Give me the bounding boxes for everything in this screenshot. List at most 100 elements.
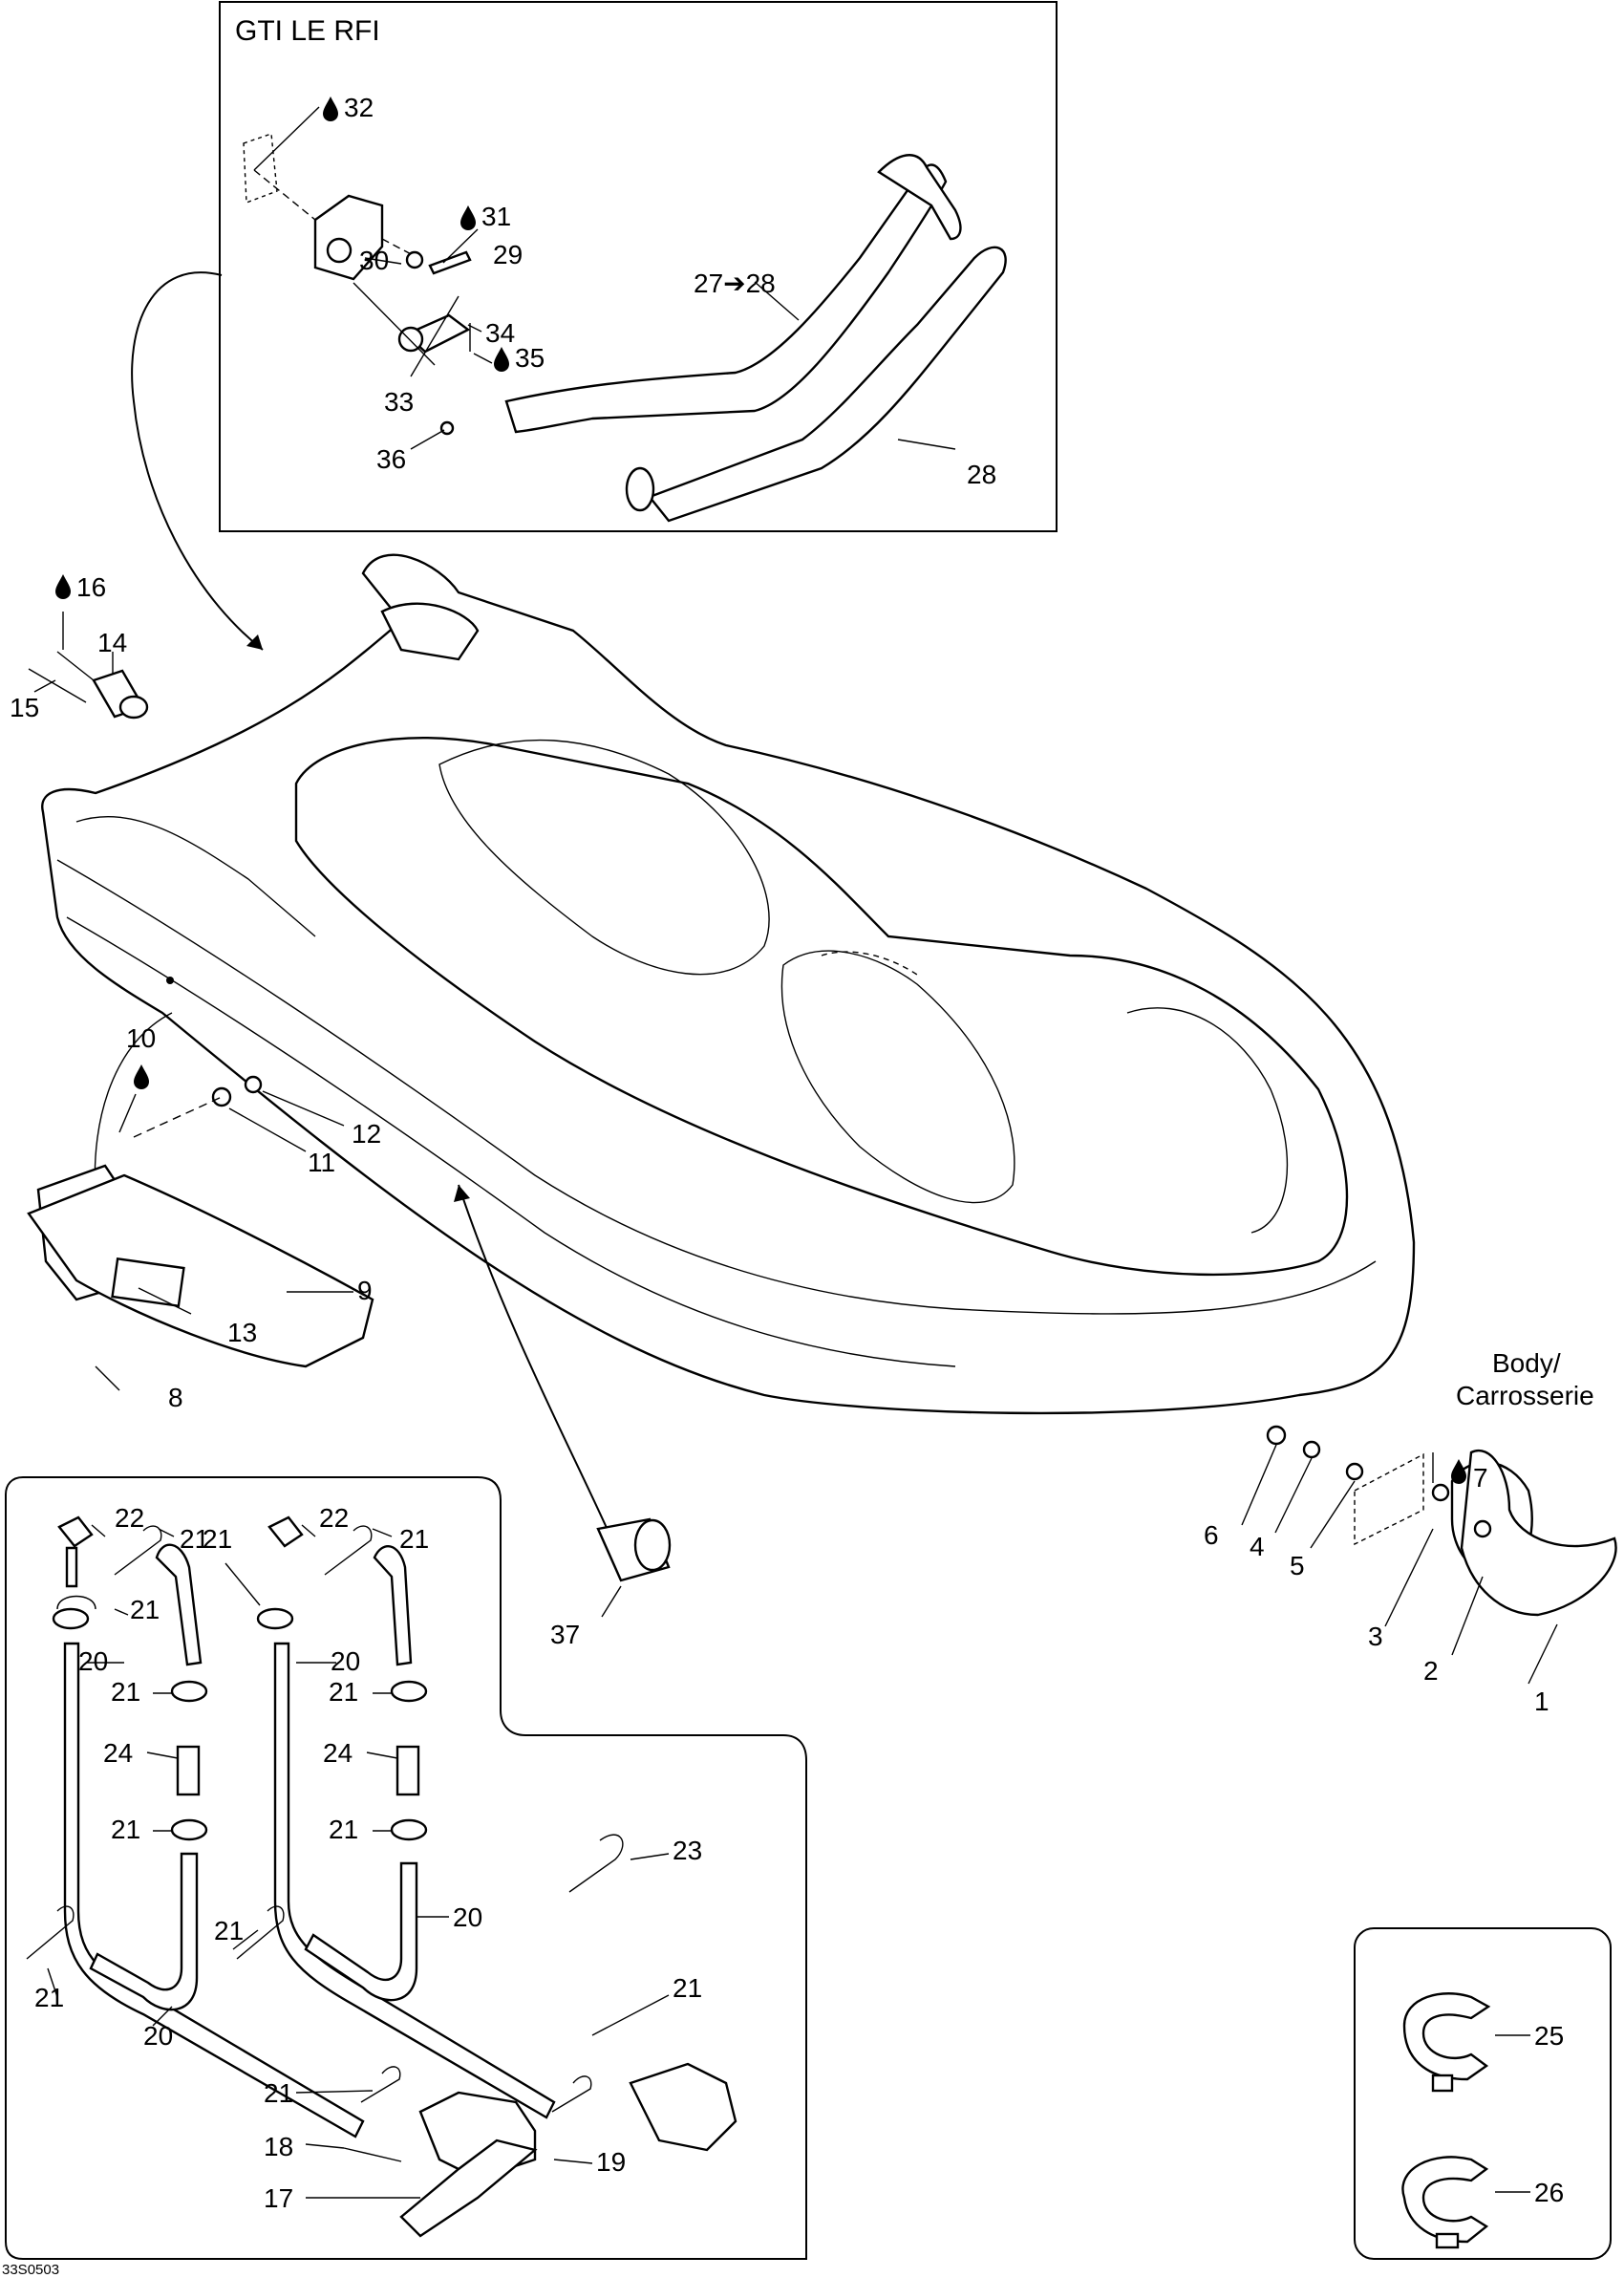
oil-drop-icon	[55, 574, 71, 599]
clamp-21	[170, 1680, 208, 1703]
intake-grate-group: 10 11 12 9 13 8	[27, 1012, 381, 1412]
callout-21i: 21	[214, 1916, 244, 1945]
ride-plate-9	[27, 1173, 374, 1368]
inset-title: GTI LE RFI	[235, 15, 380, 47]
clamp-26	[1401, 2156, 1489, 2244]
callout-20c: 20	[453, 1902, 482, 1932]
callout-21c: 21	[399, 1524, 429, 1554]
callout-10: 10	[126, 1023, 156, 1053]
callout-21b: 21	[203, 1524, 232, 1554]
inset-gti-le-rfi: GTI LE RFI 32 31 29 30	[219, 1, 1058, 532]
handle-end-cap	[625, 466, 655, 512]
hose-20-left	[63, 1642, 365, 2138]
callout-15: 15	[10, 693, 39, 722]
callout-20a: 20	[78, 1646, 108, 1676]
callout-21e: 21	[111, 1677, 140, 1707]
callout-33: 33	[384, 387, 414, 417]
washer-11	[211, 1086, 232, 1107]
clamp-21	[170, 1818, 208, 1841]
callout-30: 30	[359, 246, 389, 275]
callout-8: 8	[168, 1383, 183, 1412]
drain-plug-group: 16 14 15	[10, 572, 149, 722]
grab-handle-27	[504, 163, 948, 434]
callout-27-28: 27➔28	[694, 269, 776, 298]
nut-6	[1266, 1425, 1287, 1446]
callout-16: 16	[76, 572, 106, 602]
callout-24a: 24	[103, 1738, 133, 1768]
check-valve-24-right	[395, 1745, 420, 1796]
callout-13: 13	[227, 1318, 257, 1347]
screw-part	[428, 250, 472, 275]
bailer-panel: 22 22 21 21 21 21 20 20 21 21 24 24 21 2…	[5, 1476, 807, 2260]
callout-6: 6	[1204, 1520, 1219, 1550]
callout-25: 25	[1534, 2021, 1564, 2051]
oil-drop-icon	[323, 97, 338, 121]
bow-eye-1	[1460, 1449, 1617, 1617]
callout-31: 31	[481, 202, 511, 231]
callout-17: 17	[264, 2183, 293, 2213]
body-label-line1: Body/	[1492, 1348, 1561, 1378]
fitting-22-right	[267, 1515, 304, 1548]
callout-29: 29	[493, 240, 523, 269]
bracket-17	[399, 2138, 538, 2238]
oil-drop-icon	[460, 205, 476, 230]
hull-body	[41, 553, 1416, 1415]
nut-36	[439, 420, 455, 436]
clamps-panel-frame	[1354, 1927, 1612, 2260]
figure-code: 33S0503	[2, 2262, 59, 2278]
check-valve-24-left	[176, 1745, 201, 1796]
callout-5: 5	[1290, 1551, 1305, 1580]
callout-7: 7	[1473, 1463, 1488, 1493]
callout-9: 9	[357, 1276, 373, 1305]
callout-18: 18	[264, 2132, 293, 2161]
clamp-25	[1402, 1992, 1491, 2081]
callout-20d: 20	[143, 2021, 173, 2051]
callout-12: 12	[352, 1119, 381, 1149]
callout-21f: 21	[329, 1677, 358, 1707]
callout-22b: 22	[319, 1503, 349, 1533]
washer-4	[1302, 1440, 1321, 1459]
inset-pointer-arrow	[131, 271, 264, 651]
callout-19: 19	[596, 2147, 626, 2177]
callout-32: 32	[344, 93, 374, 122]
callout-35: 35	[515, 343, 545, 373]
clamp-21	[52, 1607, 90, 1630]
callout-3: 3	[1368, 1622, 1383, 1651]
bow-eye-group: Body/ Carrosserie 7 6 4 5 3 2 1	[1204, 1348, 1617, 1716]
callout-24b: 24	[323, 1738, 353, 1768]
callout-36: 36	[376, 444, 406, 474]
bailer-panel-frame	[5, 1476, 807, 2260]
clamps-panel: 25 26	[1354, 1927, 1612, 2260]
callout-23: 23	[673, 1836, 702, 1865]
callout-20b: 20	[331, 1646, 360, 1676]
callout-14: 14	[97, 628, 127, 657]
callout-26: 26	[1534, 2178, 1564, 2207]
callout-28: 28	[967, 460, 996, 489]
part-37-group: 37	[454, 1184, 672, 1649]
grab-handle-end	[877, 154, 962, 241]
seat-outline	[438, 739, 770, 976]
callout-21j: 21	[34, 1983, 64, 2012]
rear-grab-top	[380, 602, 480, 661]
washer-part	[405, 250, 424, 269]
hood	[780, 950, 1015, 1204]
decal-13	[111, 1257, 185, 1308]
inset-frame	[219, 1, 1058, 532]
clamp-21	[390, 1680, 428, 1703]
callout-37: 37	[550, 1620, 580, 1649]
callout-4: 4	[1250, 1532, 1265, 1561]
callout-21a: 21	[180, 1524, 209, 1554]
mount-pad-part	[243, 133, 278, 204]
oil-drop-icon	[494, 347, 509, 372]
callout-1: 1	[1534, 1687, 1549, 1716]
grab-handle-28	[648, 246, 1007, 523]
body-label-line2: Carrosserie	[1456, 1381, 1594, 1410]
callout-21k: 21	[673, 1973, 702, 2003]
body-panel	[1354, 1452, 1424, 1546]
callout-34: 34	[485, 318, 515, 348]
oil-drop-icon	[1451, 1459, 1466, 1484]
hose-20-short-left	[155, 1543, 203, 1666]
hose-20-short-right	[373, 1545, 413, 1666]
clamp-21	[390, 1818, 428, 1841]
